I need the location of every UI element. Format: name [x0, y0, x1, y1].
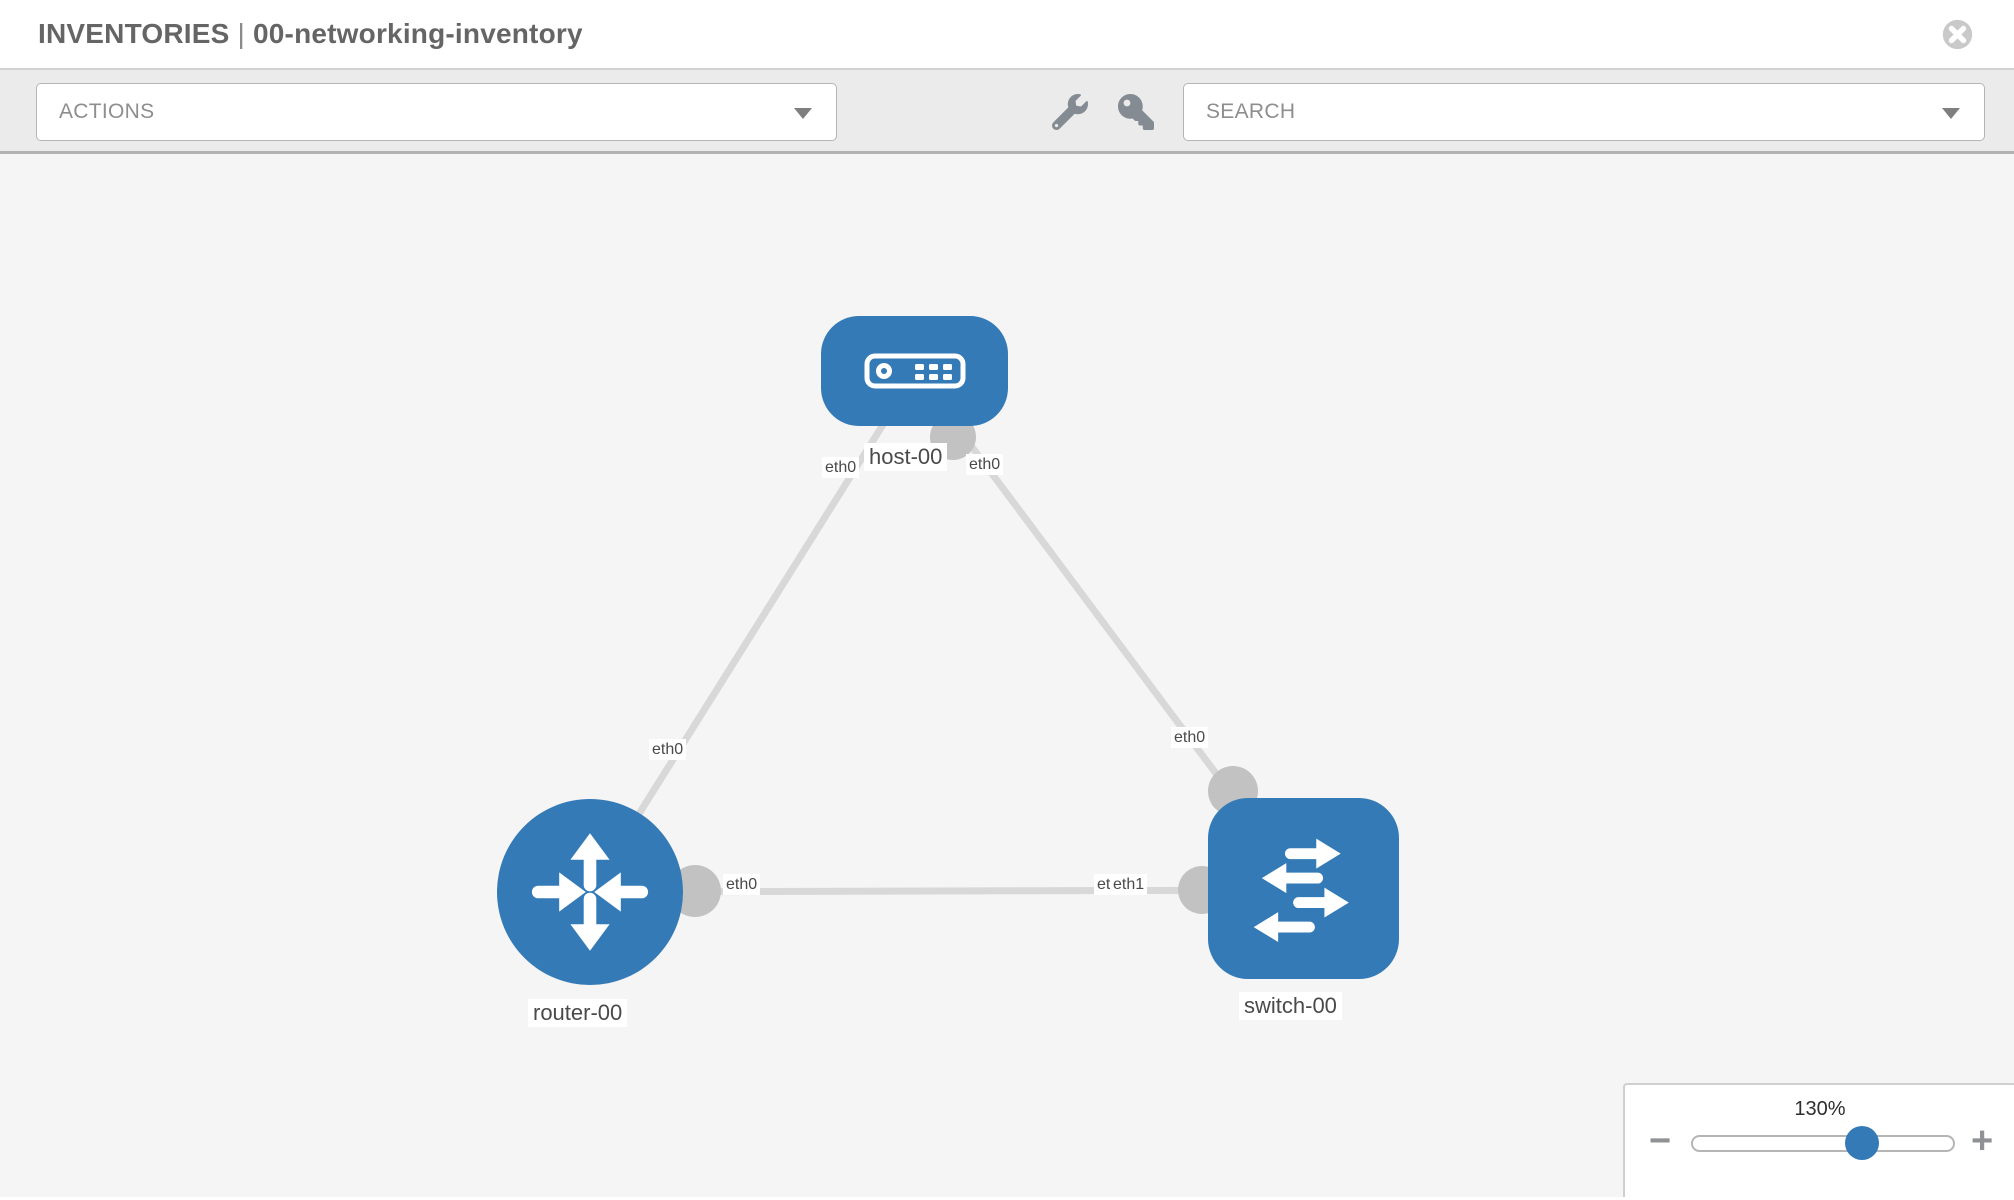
link-host-router[interactable] — [587, 370, 919, 894]
interface-label: eth0 — [966, 454, 1004, 475]
configure-button[interactable] — [1051, 94, 1088, 131]
toolbar: ACTIONS SEARCH — [0, 70, 2014, 154]
page-title: INVENTORIES| 00-networking-inventory — [38, 18, 583, 50]
topology-canvas[interactable]: host-00 router-00 switch-00 eth0 eth0 et… — [0, 154, 2014, 1197]
credentials-button[interactable] — [1118, 94, 1154, 130]
search-dropdown-label: SEARCH — [1206, 100, 1296, 123]
node-router-00[interactable] — [497, 799, 683, 985]
inventory-name: 00-networking-inventory — [253, 18, 583, 49]
zoom-slider-handle[interactable] — [1845, 1126, 1879, 1160]
actions-dropdown[interactable]: ACTIONS — [36, 83, 837, 141]
page-header: INVENTORIES| 00-networking-inventory — [0, 0, 2014, 70]
topology-edges-layer — [587, 369, 1306, 917]
switch-icon — [1253, 838, 1349, 942]
interface-label: eth1 — [1110, 874, 1148, 895]
close-button[interactable] — [1941, 18, 1974, 51]
node-switch-00[interactable] — [1208, 798, 1399, 979]
router-icon — [531, 833, 649, 951]
node-host-00[interactable] — [821, 316, 1008, 426]
interface-label: eth0 — [822, 457, 860, 478]
interface-label: eth0 — [723, 874, 761, 895]
host-icon — [864, 353, 965, 389]
zoom-control-panel: 130% − + — [1623, 1083, 2014, 1197]
interface-label: eth0 — [1171, 727, 1209, 748]
node-label-router: router-00 — [528, 999, 628, 1027]
wrench-icon — [1051, 94, 1088, 131]
breadcrumb-section: INVENTORIES — [38, 18, 230, 49]
node-label-switch: switch-00 — [1239, 992, 1342, 1020]
close-icon — [1942, 19, 1973, 50]
breadcrumb-separator: | — [237, 18, 245, 49]
interface-label: eth0 — [649, 739, 687, 760]
zoom-in-button[interactable]: + — [1971, 1120, 1994, 1162]
key-icon — [1118, 94, 1154, 130]
actions-dropdown-label: ACTIONS — [59, 100, 155, 123]
chevron-down-icon — [1942, 108, 1960, 119]
node-label-host: host-00 — [864, 443, 948, 471]
zoom-slider[interactable] — [1691, 1126, 1955, 1160]
zoom-level: 130% — [1794, 1098, 1846, 1120]
search-dropdown[interactable]: SEARCH — [1183, 83, 1985, 141]
chevron-down-icon — [794, 108, 812, 119]
zoom-out-button[interactable]: − — [1649, 1120, 1672, 1162]
